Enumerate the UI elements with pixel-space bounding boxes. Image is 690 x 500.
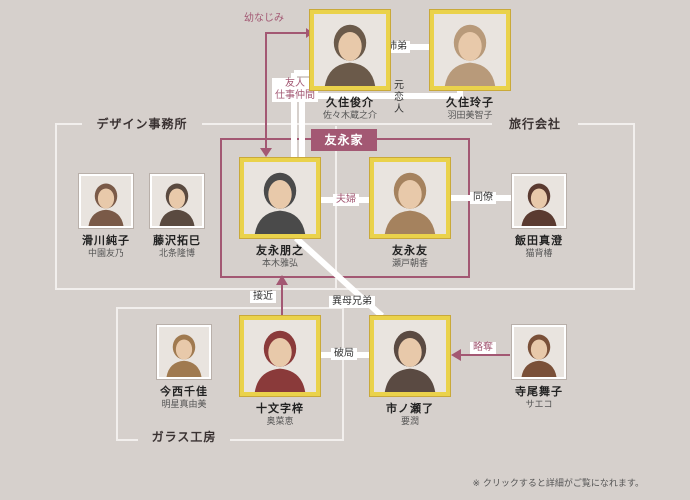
actor-name: 要潤 bbox=[400, 417, 419, 427]
group-label-design-office: デザイン事務所 bbox=[82, 113, 202, 135]
actor-name: 中園友乃 bbox=[87, 249, 124, 259]
actor-name: 北条隆博 bbox=[158, 249, 195, 259]
relation-ex-lover-2: 恋 bbox=[394, 92, 404, 103]
relation-married: 夫婦 bbox=[333, 194, 359, 206]
relation-plunder: 略奪 bbox=[470, 342, 496, 354]
portrait-ryo[interactable] bbox=[370, 316, 450, 396]
person-name[interactable]: 今西千佳 bbox=[160, 385, 208, 398]
relation-friend-line1: 友人 bbox=[285, 78, 305, 89]
portrait-masumi[interactable] bbox=[512, 174, 566, 228]
person-name[interactable]: 市ノ瀬了 bbox=[386, 402, 434, 415]
person-takumi[interactable]: 藤沢拓巳北条隆博 bbox=[150, 174, 204, 260]
footnote: ※ クリックすると詳細がご覧になれます。 bbox=[472, 479, 644, 489]
group-label-glass-studio: ガラス工房 bbox=[138, 426, 230, 448]
person-name[interactable]: 滑川純子 bbox=[82, 234, 130, 247]
person-name[interactable]: 寺尾舞子 bbox=[515, 385, 563, 398]
person-name[interactable]: 友永友 bbox=[392, 244, 428, 257]
person-name[interactable]: 十文字梓 bbox=[256, 402, 304, 415]
relation-ex-lover: 元 恋 人 bbox=[394, 80, 404, 116]
portrait-shunsuke[interactable] bbox=[310, 10, 390, 90]
person-chika[interactable]: 今西千佳明星真由美 bbox=[157, 325, 211, 411]
relation-childhood-friend: 幼なじみ bbox=[244, 13, 284, 24]
relation-ex-lover-1: 元 bbox=[394, 80, 404, 91]
portrait-tomo[interactable] bbox=[370, 158, 450, 238]
person-ryo[interactable]: 市ノ瀬了要潤 bbox=[370, 316, 450, 428]
person-masumi[interactable]: 飯田真澄猫背椿 bbox=[512, 174, 566, 260]
actor-name: 瀬戸朝香 bbox=[391, 259, 428, 269]
person-azusa[interactable]: 十文字梓奥菜恵 bbox=[240, 316, 320, 428]
person-shunsuke[interactable]: 久住俊介佐々木蔵之介 bbox=[310, 10, 390, 122]
portrait-azusa[interactable] bbox=[240, 316, 320, 396]
person-reiko[interactable]: 久住玲子羽田美智子 bbox=[430, 10, 510, 122]
actor-name: サエコ bbox=[525, 400, 553, 410]
person-name[interactable]: 藤沢拓巳 bbox=[153, 234, 201, 247]
relation-approach: 接近 bbox=[250, 291, 276, 303]
office-region-box bbox=[55, 123, 635, 290]
portrait-maiko[interactable] bbox=[512, 325, 566, 379]
portrait-junko[interactable] bbox=[79, 174, 133, 228]
person-junko[interactable]: 滑川純子中園友乃 bbox=[79, 174, 133, 260]
actor-name: 羽田美智子 bbox=[447, 111, 493, 121]
actor-name: 佐々木蔵之介 bbox=[322, 111, 377, 121]
person-name[interactable]: 久住玲子 bbox=[446, 96, 494, 109]
glass-studio-box bbox=[116, 307, 344, 441]
relation-friend-line2: 仕事仲間 bbox=[275, 90, 315, 101]
portrait-takumi[interactable] bbox=[150, 174, 204, 228]
actor-name: 猫背椿 bbox=[525, 249, 553, 259]
actor-name: 奥菜恵 bbox=[266, 417, 294, 427]
portrait-reiko[interactable] bbox=[430, 10, 510, 90]
relation-ex-lover-3: 人 bbox=[394, 104, 404, 115]
actor-name: 明星真由美 bbox=[161, 400, 207, 410]
person-name[interactable]: 友永朋之 bbox=[256, 244, 304, 257]
relation-half-brothers: 異母兄弟 bbox=[329, 296, 375, 308]
relation-coworker: 同僚 bbox=[470, 192, 496, 204]
actor-name: 本木雅弘 bbox=[261, 259, 298, 269]
portrait-akiyuki[interactable] bbox=[240, 158, 320, 238]
person-akiyuki[interactable]: 友永朋之本木雅弘 bbox=[240, 158, 320, 270]
person-name[interactable]: 久住俊介 bbox=[326, 96, 374, 109]
person-name[interactable]: 飯田真澄 bbox=[515, 234, 563, 247]
relation-ruin: 破局 bbox=[331, 348, 357, 360]
portrait-chika[interactable] bbox=[157, 325, 211, 379]
group-label-tomonaga-family: 友永家 bbox=[311, 129, 377, 151]
group-label-travel-agency: 旅行会社 bbox=[492, 113, 578, 135]
person-maiko[interactable]: 寺尾舞子サエコ bbox=[512, 325, 566, 411]
person-tomo[interactable]: 友永友瀬戸朝香 bbox=[370, 158, 450, 270]
relation-siblings: 姉弟 bbox=[384, 41, 410, 53]
